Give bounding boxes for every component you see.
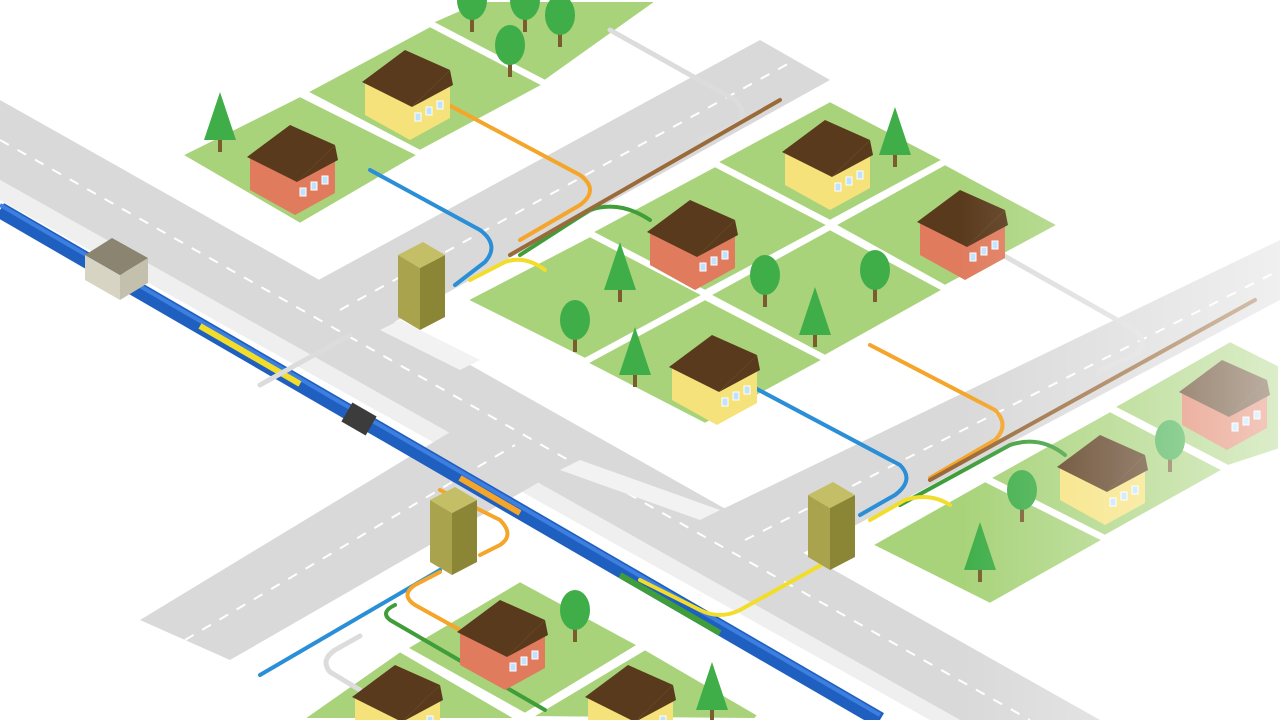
fiber-network-illustration [0,0,1280,720]
fade-overlay [0,0,1280,720]
